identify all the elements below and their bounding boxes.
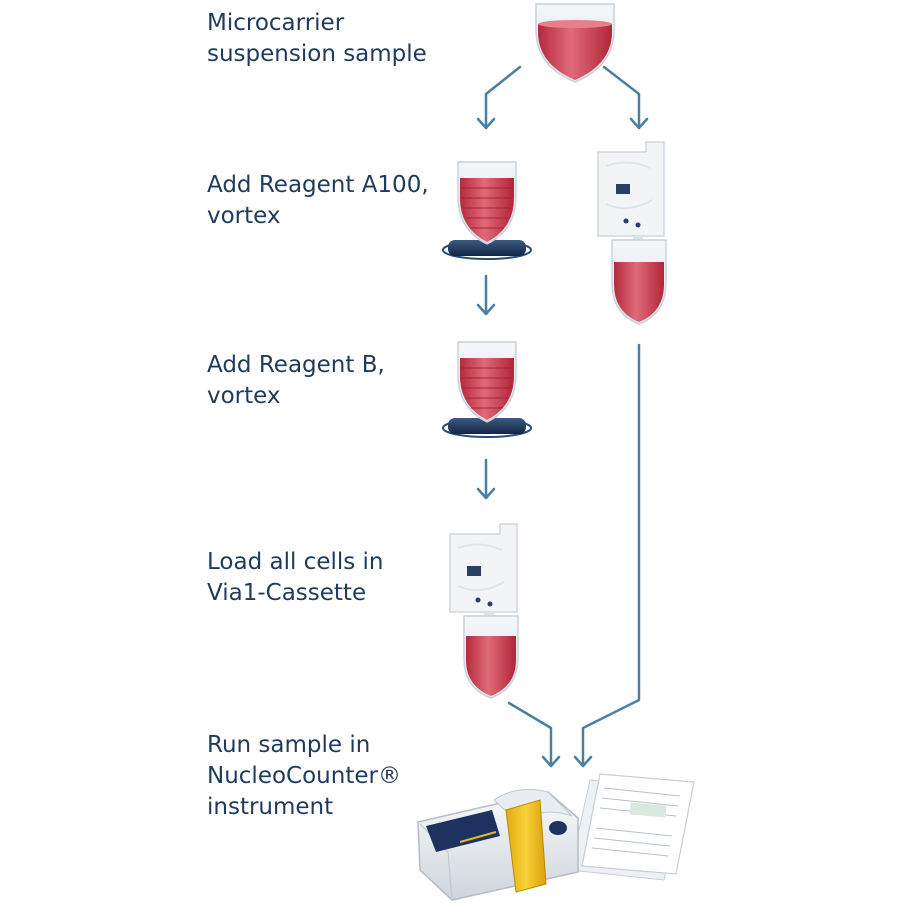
arrow-head <box>541 755 561 768</box>
step-label-line: Microcarrier <box>207 10 345 36</box>
step-label-line: NucleoCounter® <box>207 763 401 789</box>
arrow-line <box>602 65 641 130</box>
step-label-sample: Microcarrier suspension sample <box>207 8 427 70</box>
arrow-line <box>484 65 522 130</box>
arrow-head <box>476 487 496 500</box>
via1-cassette-icon <box>597 141 667 325</box>
arrow-head <box>629 117 649 130</box>
step-label-reagent-a: Add Reagent A100, vortex <box>207 170 429 232</box>
arrow-head <box>573 755 593 768</box>
arrow-line <box>507 701 553 768</box>
flow-arrows <box>476 65 649 768</box>
step-label-line: Load all cells in <box>207 549 384 575</box>
vortex-tube-icon <box>442 341 532 438</box>
via1-cassette-icon <box>449 523 519 699</box>
step-label-line: instrument <box>207 794 334 820</box>
nucleocounter-instrument-icon <box>417 788 579 901</box>
sample-tube-icon <box>535 3 615 83</box>
step-label-reagent-b: Add Reagent B, vortex <box>207 350 385 412</box>
step-label-line: Run sample in <box>207 732 371 758</box>
vortex-tube-icon <box>442 161 532 260</box>
step-label-run: Run sample in NucleoCounter® instrument <box>207 730 401 823</box>
step-label-line: vortex <box>207 203 281 229</box>
step-label-load: Load all cells in Via1-Cassette <box>207 547 384 609</box>
arrow-head <box>476 303 496 316</box>
step-label-line: suspension sample <box>207 41 427 67</box>
step-label-line: vortex <box>207 383 281 409</box>
step-label-line: Add Reagent A100, <box>207 172 429 198</box>
arrow-line <box>581 343 641 768</box>
result-report-icon <box>569 773 695 881</box>
arrow-head <box>476 117 496 130</box>
step-label-line: Via1-Cassette <box>207 580 367 606</box>
step-label-line: Add Reagent B, <box>207 352 385 378</box>
